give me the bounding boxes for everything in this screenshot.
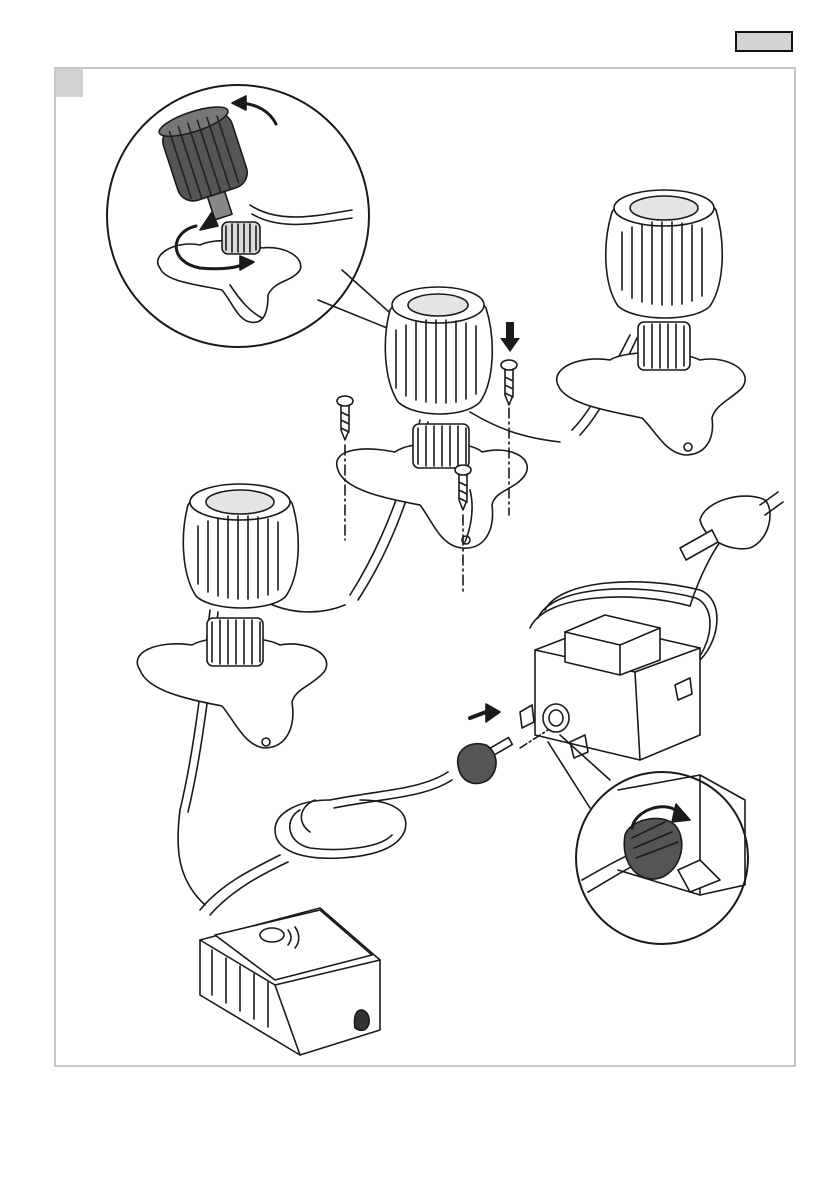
lamp-left (137, 484, 345, 812)
coiled-cable (200, 800, 406, 915)
detail-zoom-lamp (107, 85, 398, 347)
plug-icon (680, 492, 783, 560)
sensor-box (178, 810, 380, 1055)
transformer (520, 492, 783, 760)
detail-zoom-connector (548, 735, 748, 944)
lamp-center (337, 287, 560, 600)
lamp-right (557, 190, 745, 455)
cable-connector (330, 704, 548, 808)
